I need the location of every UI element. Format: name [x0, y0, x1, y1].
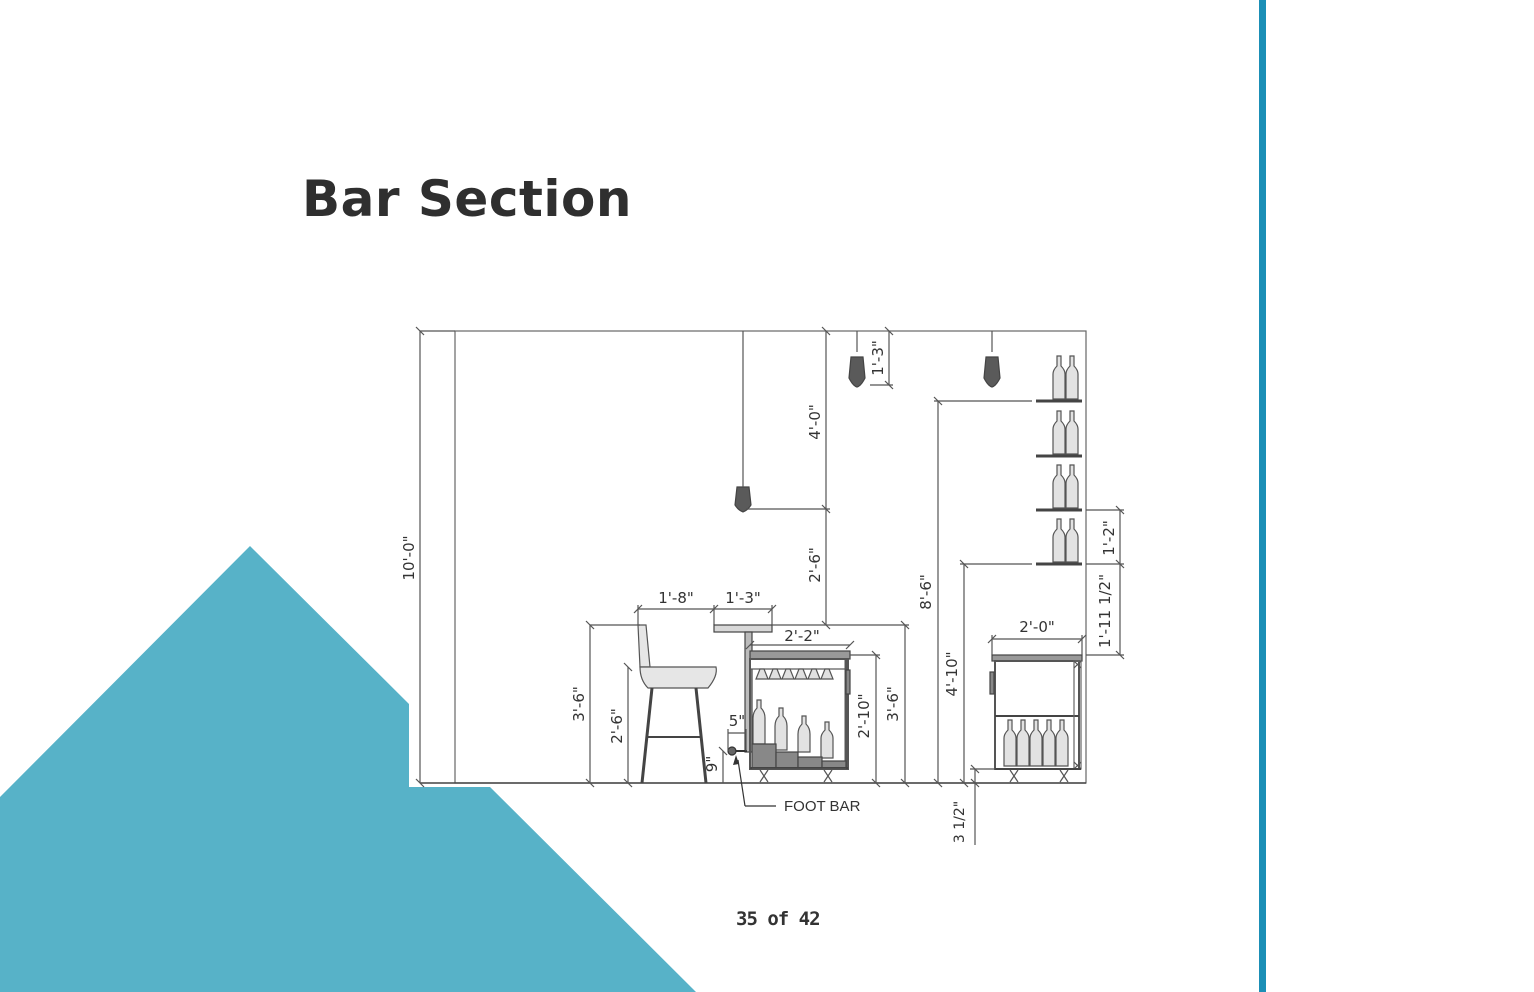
dim-foot-bar-offset: 5" [727, 712, 747, 751]
page-title: Bar Section [302, 170, 632, 228]
dim-foot-bar-height: 9" [703, 746, 728, 783]
dim-counter-to-shelf-label: 1'-11 1/2" [1096, 574, 1114, 648]
hanging-glasses [755, 668, 834, 680]
dim-foot-bar-offset-label: 5" [729, 712, 745, 730]
dim-pendant-height-label: 1'-3" [869, 340, 887, 376]
dim-shelf-spacing: 1'-2" [1086, 505, 1125, 569]
pendant-light-2 [848, 331, 866, 388]
dim-overall-height: 10'-0" [400, 326, 455, 788]
dim-shelf-top-height: 8'-6" [917, 396, 1032, 788]
bar-bottles [752, 699, 834, 759]
dim-foot-bar-height-label: 9" [703, 756, 721, 772]
dim-counter-to-shelf: 1'-11 1/2" [1086, 564, 1125, 660]
foot-bar-callout: FOOT BAR [784, 798, 861, 815]
dim-shelf-spacing-label: 1'-2" [1100, 520, 1118, 556]
shelf-bottles [1052, 355, 1079, 563]
dim-counter-overhang: 1'-3" [713, 589, 777, 625]
dim-back-counter-depth-label: 2'-0" [1019, 618, 1055, 636]
dim-seat-height-label: 2'-6" [608, 708, 626, 744]
dim-bar-depth: 2'-2" [745, 627, 855, 650]
dim-back-bar-inner-height-label: 2'-10" [855, 693, 873, 738]
dim-counter-overhang-label: 1'-3" [725, 589, 761, 607]
pendant-light-1 [734, 331, 752, 513]
dim-overall-height-label: 10'-0" [400, 535, 418, 580]
dim-bar-counter-height: 3'-6" [772, 620, 910, 788]
dim-bar-depth-label: 2'-2" [784, 627, 820, 645]
dim-bar-counter-height-label: 3'-6" [884, 686, 902, 722]
dim-floor-drop-label: 3 1/2" [952, 801, 968, 843]
dim-pendant-drop-label: 4'-0" [806, 404, 824, 440]
accent-shape [0, 546, 696, 992]
dim-bar-height-label: 3'-6" [570, 686, 588, 722]
bar-stool [637, 624, 717, 784]
bar-toe-kick [752, 768, 846, 783]
room-outline [454, 330, 1087, 784]
dim-stool-spacing-label: 1'-8" [658, 589, 694, 607]
bottle-steps [751, 743, 847, 769]
pendant-light-3 [983, 331, 1001, 388]
dim-pendant-height: 1'-3" [869, 326, 894, 390]
side-accent-bar [1259, 0, 1266, 992]
foot-bar [727, 746, 776, 807]
dim-seat-height: 2'-6" [608, 662, 633, 788]
dim-pendant-to-counter-label: 2'-6" [806, 547, 824, 583]
back-counter-bottles [1003, 719, 1069, 767]
back-counter [989, 654, 1083, 783]
dim-back-bar-inner-height: 2'-10" [850, 650, 881, 788]
dim-back-counter-height-label: 4'-10" [943, 651, 961, 696]
dim-shelf-top-height-label: 8'-6" [917, 574, 935, 610]
dim-back-counter-height: 4'-10" [943, 559, 1032, 788]
dim-back-counter-depth: 2'-0" [987, 618, 1087, 655]
dim-floor-drop: 3 1/2" [952, 764, 995, 845]
bar-counter [713, 624, 851, 783]
dim-pendant-drop: 4'-0" [746, 326, 831, 514]
dim-pendant-to-counter: 2'-6" [806, 509, 831, 630]
dim-stool-spacing: 1'-8" [633, 589, 719, 625]
page-number: 35 of 42 [736, 908, 821, 930]
wall-shelves [1036, 355, 1082, 566]
dim-bar-height: 3'-6" [570, 620, 640, 788]
